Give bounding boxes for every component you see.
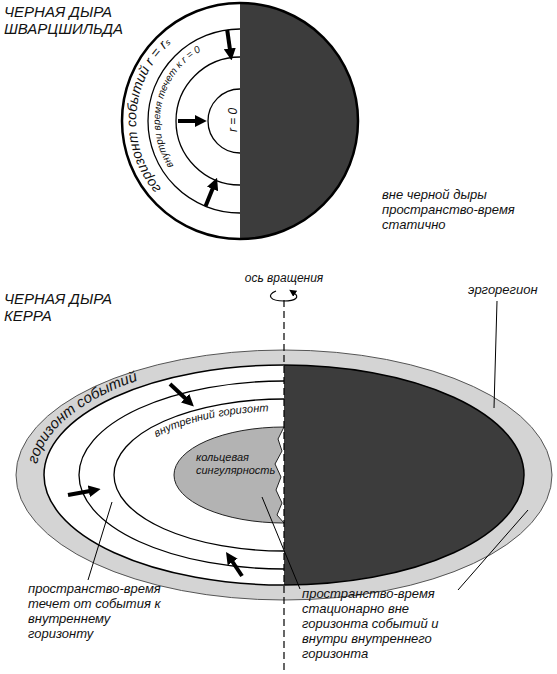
inner-ring bbox=[79, 381, 284, 569]
section-title: ЧЕРНАЯ ДЫРА ШВАРЦШИЛЬДА bbox=[4, 3, 139, 38]
horizon-outline bbox=[114, 399, 284, 551]
shape-group bbox=[174, 427, 284, 523]
black-hole-half bbox=[240, 3, 358, 239]
shape-outline: внутренний горизонт bbox=[114, 399, 454, 551]
curved-label-path: внутри время течет к r = 0 bbox=[151, 43, 202, 170]
inner-horizon: внутренний горизонткольцевая сингулярнос… bbox=[114, 399, 454, 551]
shape-group bbox=[208, 89, 240, 153]
note-text: вне черной дыры пространство-время стати… bbox=[382, 188, 517, 233]
event-horizon-circle: горизонт событий r = rₛвнутри время тече… bbox=[122, 3, 358, 239]
note-text: пространство-время стационарно вне гориз… bbox=[302, 587, 462, 662]
node-label: r = 0 bbox=[227, 98, 241, 142]
shape-outline: горизонт событий bbox=[44, 365, 524, 585]
node-label: кольцевая сингулярность bbox=[196, 451, 284, 476]
center-circle: r = 0 bbox=[208, 89, 272, 153]
horizon-outline bbox=[122, 3, 358, 239]
kerr-event-horizon: горизонт событийвнутренний горизонткольц… bbox=[44, 365, 524, 585]
shape-group bbox=[44, 365, 524, 585]
black-hole-half bbox=[284, 365, 524, 585]
flow-arrow bbox=[206, 188, 214, 207]
flow-arrow bbox=[68, 491, 90, 495]
ring-singularity: кольцевая сингулярность bbox=[174, 427, 394, 523]
horizon-outline bbox=[44, 365, 524, 585]
leader-line bbox=[262, 497, 300, 589]
flow-arrow bbox=[178, 119, 196, 123]
leader-line bbox=[494, 301, 497, 408]
shape-group bbox=[122, 3, 358, 239]
shape-group bbox=[148, 29, 240, 213]
rotation-axis bbox=[283, 300, 284, 674]
curved-label: внутри время течет к r = 0 bbox=[151, 43, 202, 170]
rotation-arrow bbox=[270, 291, 296, 301]
region-label: эргорегион bbox=[468, 283, 557, 298]
flow-arrow bbox=[232, 561, 242, 576]
circle-outline bbox=[148, 29, 240, 213]
flow-arrow bbox=[227, 30, 230, 50]
flow-arrow bbox=[170, 384, 186, 399]
axis-label: ось вращения bbox=[224, 272, 344, 286]
shape-group bbox=[114, 399, 284, 551]
singularity-shape bbox=[174, 427, 284, 523]
ergoregion-ellipse bbox=[16, 350, 552, 600]
leader-line bbox=[88, 502, 112, 580]
curved-label-path: горизонт событий bbox=[23, 367, 139, 465]
leader-line bbox=[458, 510, 528, 590]
section-title: ЧЕРНАЯ ДЫРА КЕРРА bbox=[4, 290, 139, 325]
circle-outline bbox=[208, 89, 240, 153]
inner-ring bbox=[176, 57, 240, 185]
curved-label: горизонт событий bbox=[23, 367, 139, 465]
note-text: пространство-время течет от события к вн… bbox=[28, 582, 163, 642]
time-flow-circle: внутри время течет к r = 0 r = 0 bbox=[148, 29, 332, 213]
